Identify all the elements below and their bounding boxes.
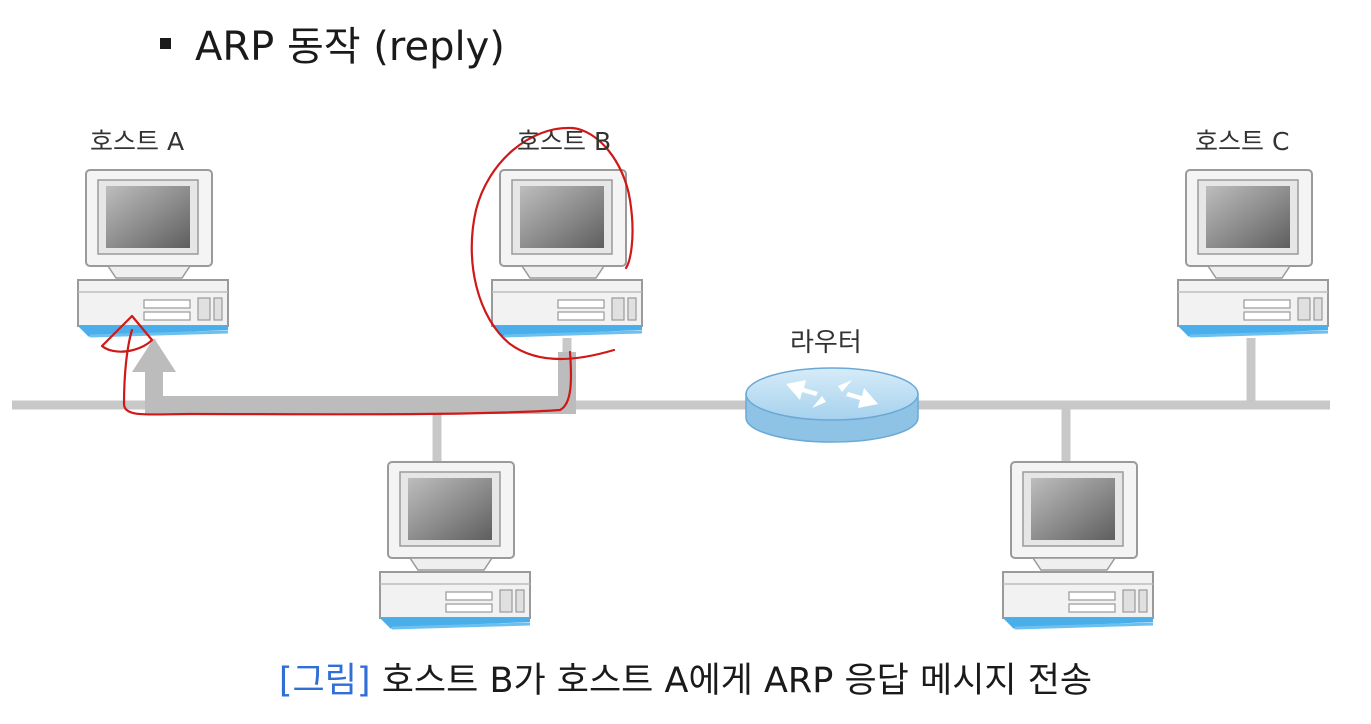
host-bottom-2-computer xyxy=(1001,460,1155,630)
caption-tag: [그림] xyxy=(278,661,371,701)
annotation-arrow-icon xyxy=(100,314,154,353)
reply-path xyxy=(145,352,576,414)
figure-caption: [그림] 호스트 B가 호스트 A에게 ARP 응답 메시지 전송 xyxy=(0,652,1371,703)
host-c-label: 호스트 C xyxy=(1195,127,1290,156)
slide-title-text: ARP 동작 (reply) xyxy=(195,24,505,70)
host-b-label: 호스트 B xyxy=(517,127,612,156)
host-b-computer xyxy=(490,168,644,338)
host-a-label: 호스트 A xyxy=(90,127,185,156)
annotation-path xyxy=(122,328,573,416)
reply-arrow-head-icon xyxy=(132,338,176,372)
slide-title: ARP 동작 (reply) xyxy=(160,14,505,72)
caption-text: 호스트 B가 호스트 A에게 ARP 응답 메시지 전송 xyxy=(381,661,1093,701)
router-label: 라우터 xyxy=(790,328,862,358)
router-icon xyxy=(745,367,919,443)
host-a-computer xyxy=(76,168,230,338)
annotation-circle xyxy=(470,126,634,361)
bullet-icon xyxy=(160,37,171,49)
host-bottom-1-computer xyxy=(378,460,532,630)
host-c-computer xyxy=(1176,168,1330,338)
